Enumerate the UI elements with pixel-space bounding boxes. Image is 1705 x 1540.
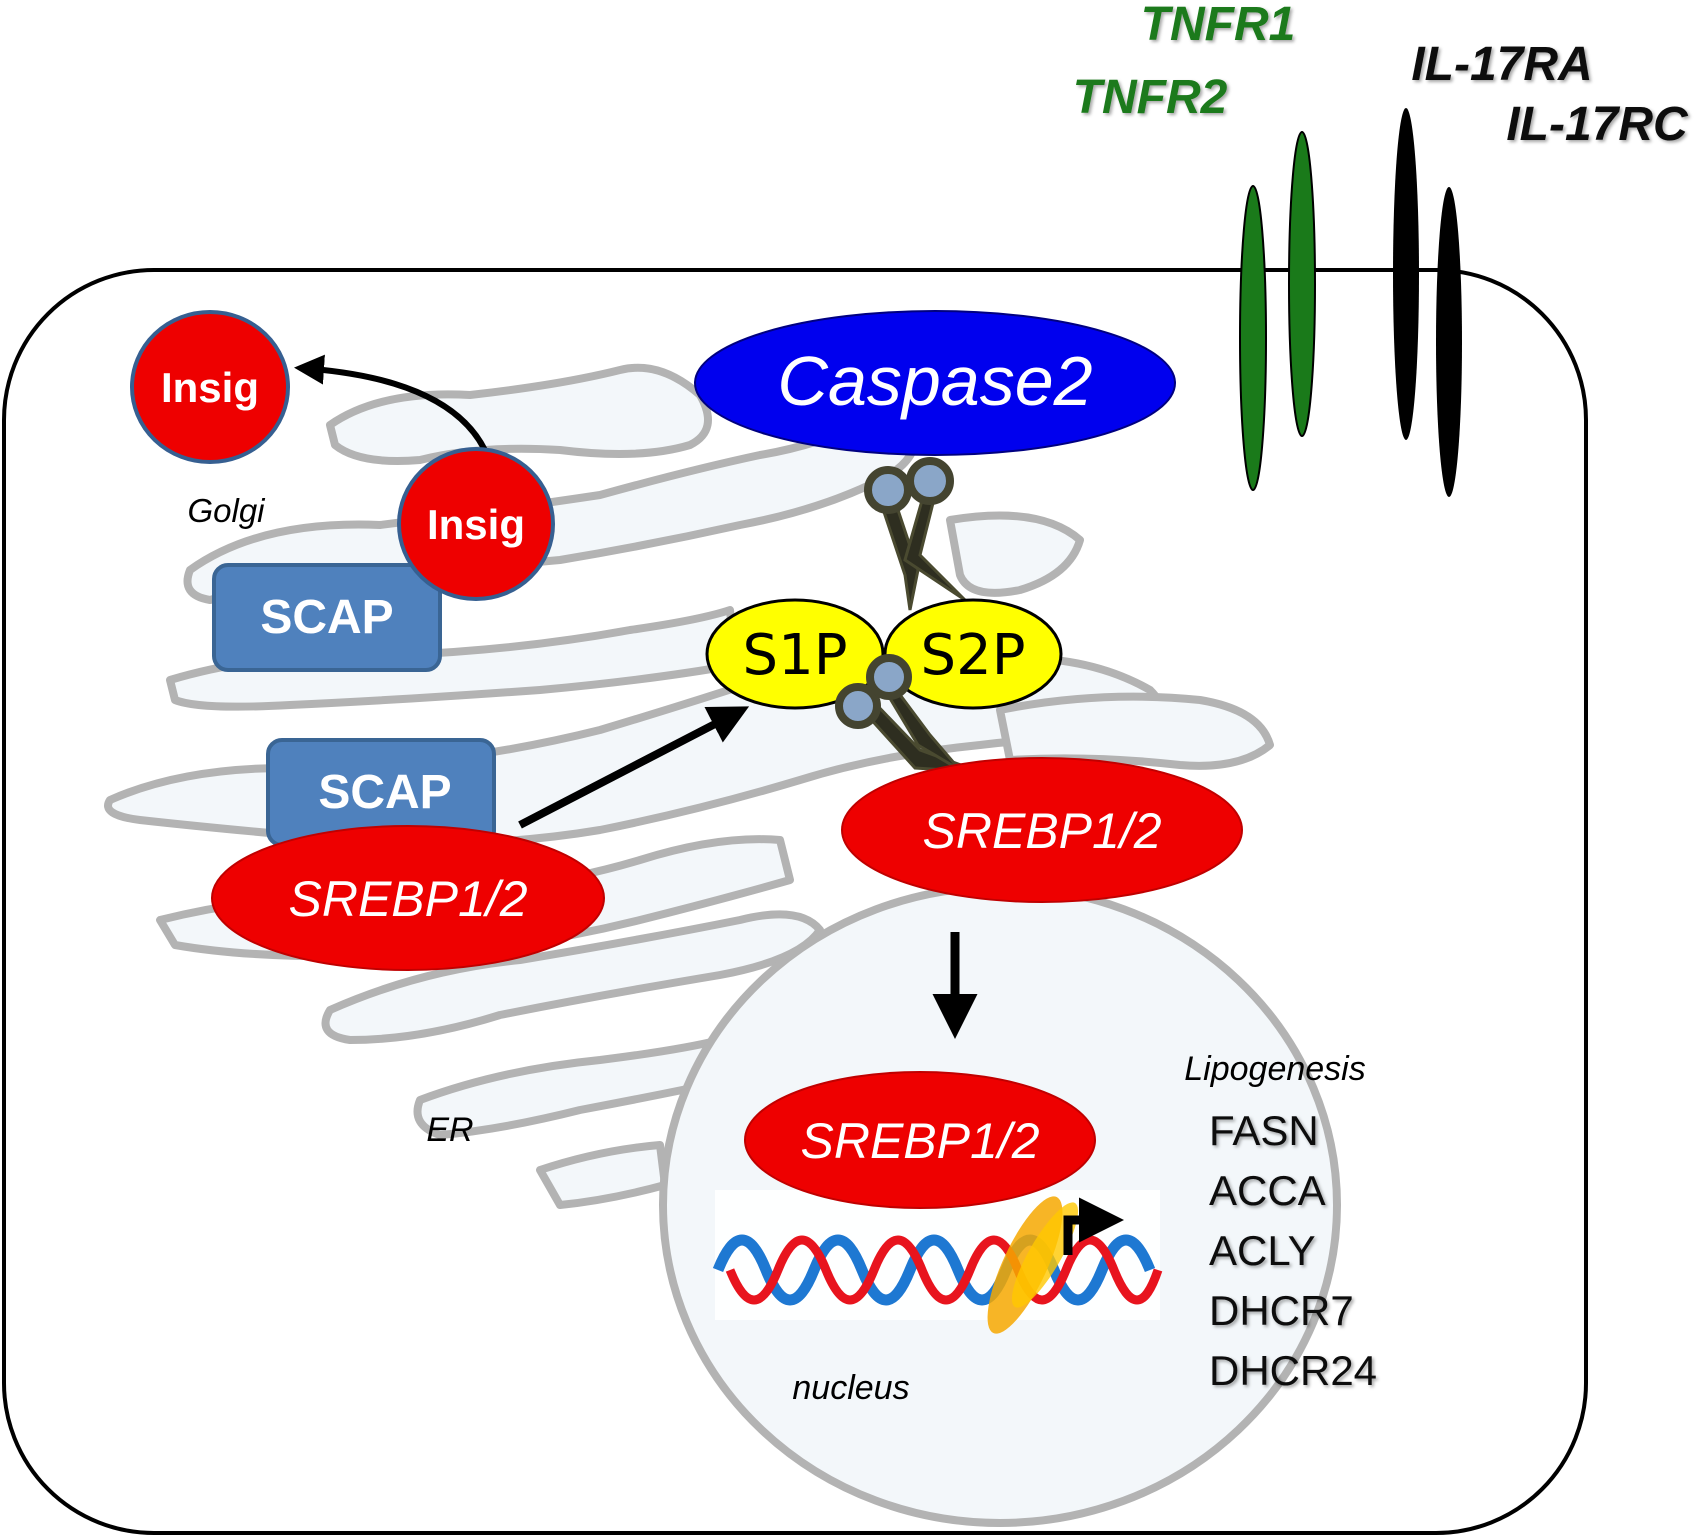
golgi-insig-top-label: Insig xyxy=(161,364,259,411)
caspase2 xyxy=(694,310,1176,456)
gene-item: FASN xyxy=(1209,1107,1319,1154)
er-scap-label: SCAP xyxy=(318,766,451,819)
nuclear-srebp xyxy=(744,1071,1096,1209)
s2p-label: S2P xyxy=(921,623,1026,688)
golgi-scap-box xyxy=(212,563,442,672)
er-srebp-label: SREBP1/2 xyxy=(288,871,527,927)
il17ra-receptor xyxy=(1393,108,1419,440)
s1p-label: S1P xyxy=(743,623,848,688)
nucleus-label: nucleus xyxy=(792,1369,909,1407)
tnfr1-label: TNFR1 xyxy=(1141,0,1296,51)
golgi-insig-bottom-label: Insig xyxy=(427,501,525,548)
receptors xyxy=(1239,108,1462,497)
golgi-insig-top xyxy=(130,310,290,464)
cleaved-srebp-label: SREBP1/2 xyxy=(922,803,1161,859)
cleaved-srebp xyxy=(841,757,1243,903)
scissors-icon xyxy=(864,457,967,611)
golgi-insig-bottom xyxy=(397,447,555,601)
gene-item: DHCR7 xyxy=(1209,1287,1354,1334)
scissors-icon xyxy=(835,654,981,774)
golgi-scap-label: SCAP xyxy=(260,591,393,644)
il17rc-label: IL-17RC xyxy=(1506,98,1689,151)
tnfr1-receptor xyxy=(1288,131,1316,437)
transcription-start-arrow xyxy=(1063,1197,1124,1255)
srebp-transport-arrow xyxy=(518,706,750,829)
dna-helix xyxy=(712,1190,1163,1334)
golgi-label: Golgi xyxy=(187,492,266,529)
il17rc-receptor xyxy=(1436,187,1462,497)
lipogenesis-label: Lipogenesis xyxy=(1184,1050,1365,1088)
s2p-protease xyxy=(883,598,1063,710)
gene-item: DHCR24 xyxy=(1209,1347,1377,1394)
er-label: ER xyxy=(426,1111,473,1149)
tnfr2-receptor xyxy=(1239,185,1267,491)
il17ra-label: IL-17RA xyxy=(1411,38,1592,91)
tnfr2-label: TNFR2 xyxy=(1073,71,1228,124)
caspase2-label: Caspase2 xyxy=(777,342,1092,420)
lipogenic-gene-list: FASN ACCA ACLY DHCR7 DHCR24 xyxy=(1209,1107,1377,1394)
er-srebp xyxy=(211,825,605,971)
nuclear-srebp-label: SREBP1/2 xyxy=(800,1113,1039,1169)
gene-item: ACCA xyxy=(1209,1167,1326,1214)
s1p-protease xyxy=(705,598,885,710)
gene-item: ACLY xyxy=(1209,1227,1316,1274)
